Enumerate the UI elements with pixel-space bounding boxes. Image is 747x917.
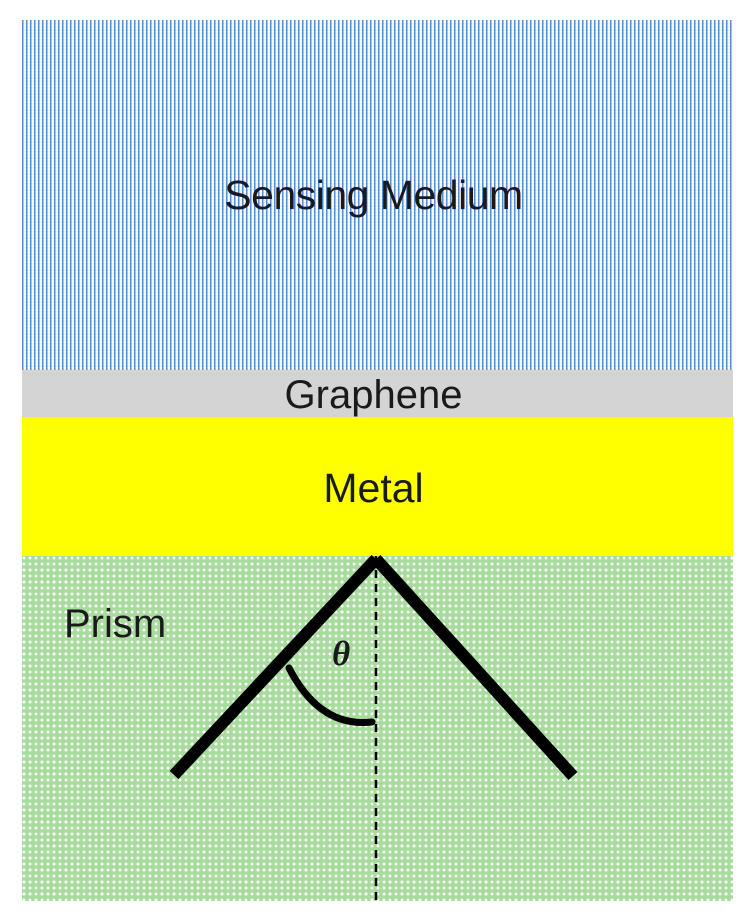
prism-layer <box>22 556 733 901</box>
sensing-medium-label: Sensing Medium <box>224 172 523 218</box>
metal-layer <box>22 417 733 556</box>
graphene-label: Graphene <box>284 373 463 417</box>
sensing-medium-layer <box>22 20 733 370</box>
metal-label: Metal <box>323 465 424 511</box>
angle-arc <box>285 664 376 727</box>
reflected-ray <box>371 554 578 781</box>
incident-ray <box>169 554 381 780</box>
prism-label: Prism <box>64 602 167 646</box>
graphene-layer <box>22 370 733 417</box>
theta-angle-label: θ <box>332 634 351 673</box>
